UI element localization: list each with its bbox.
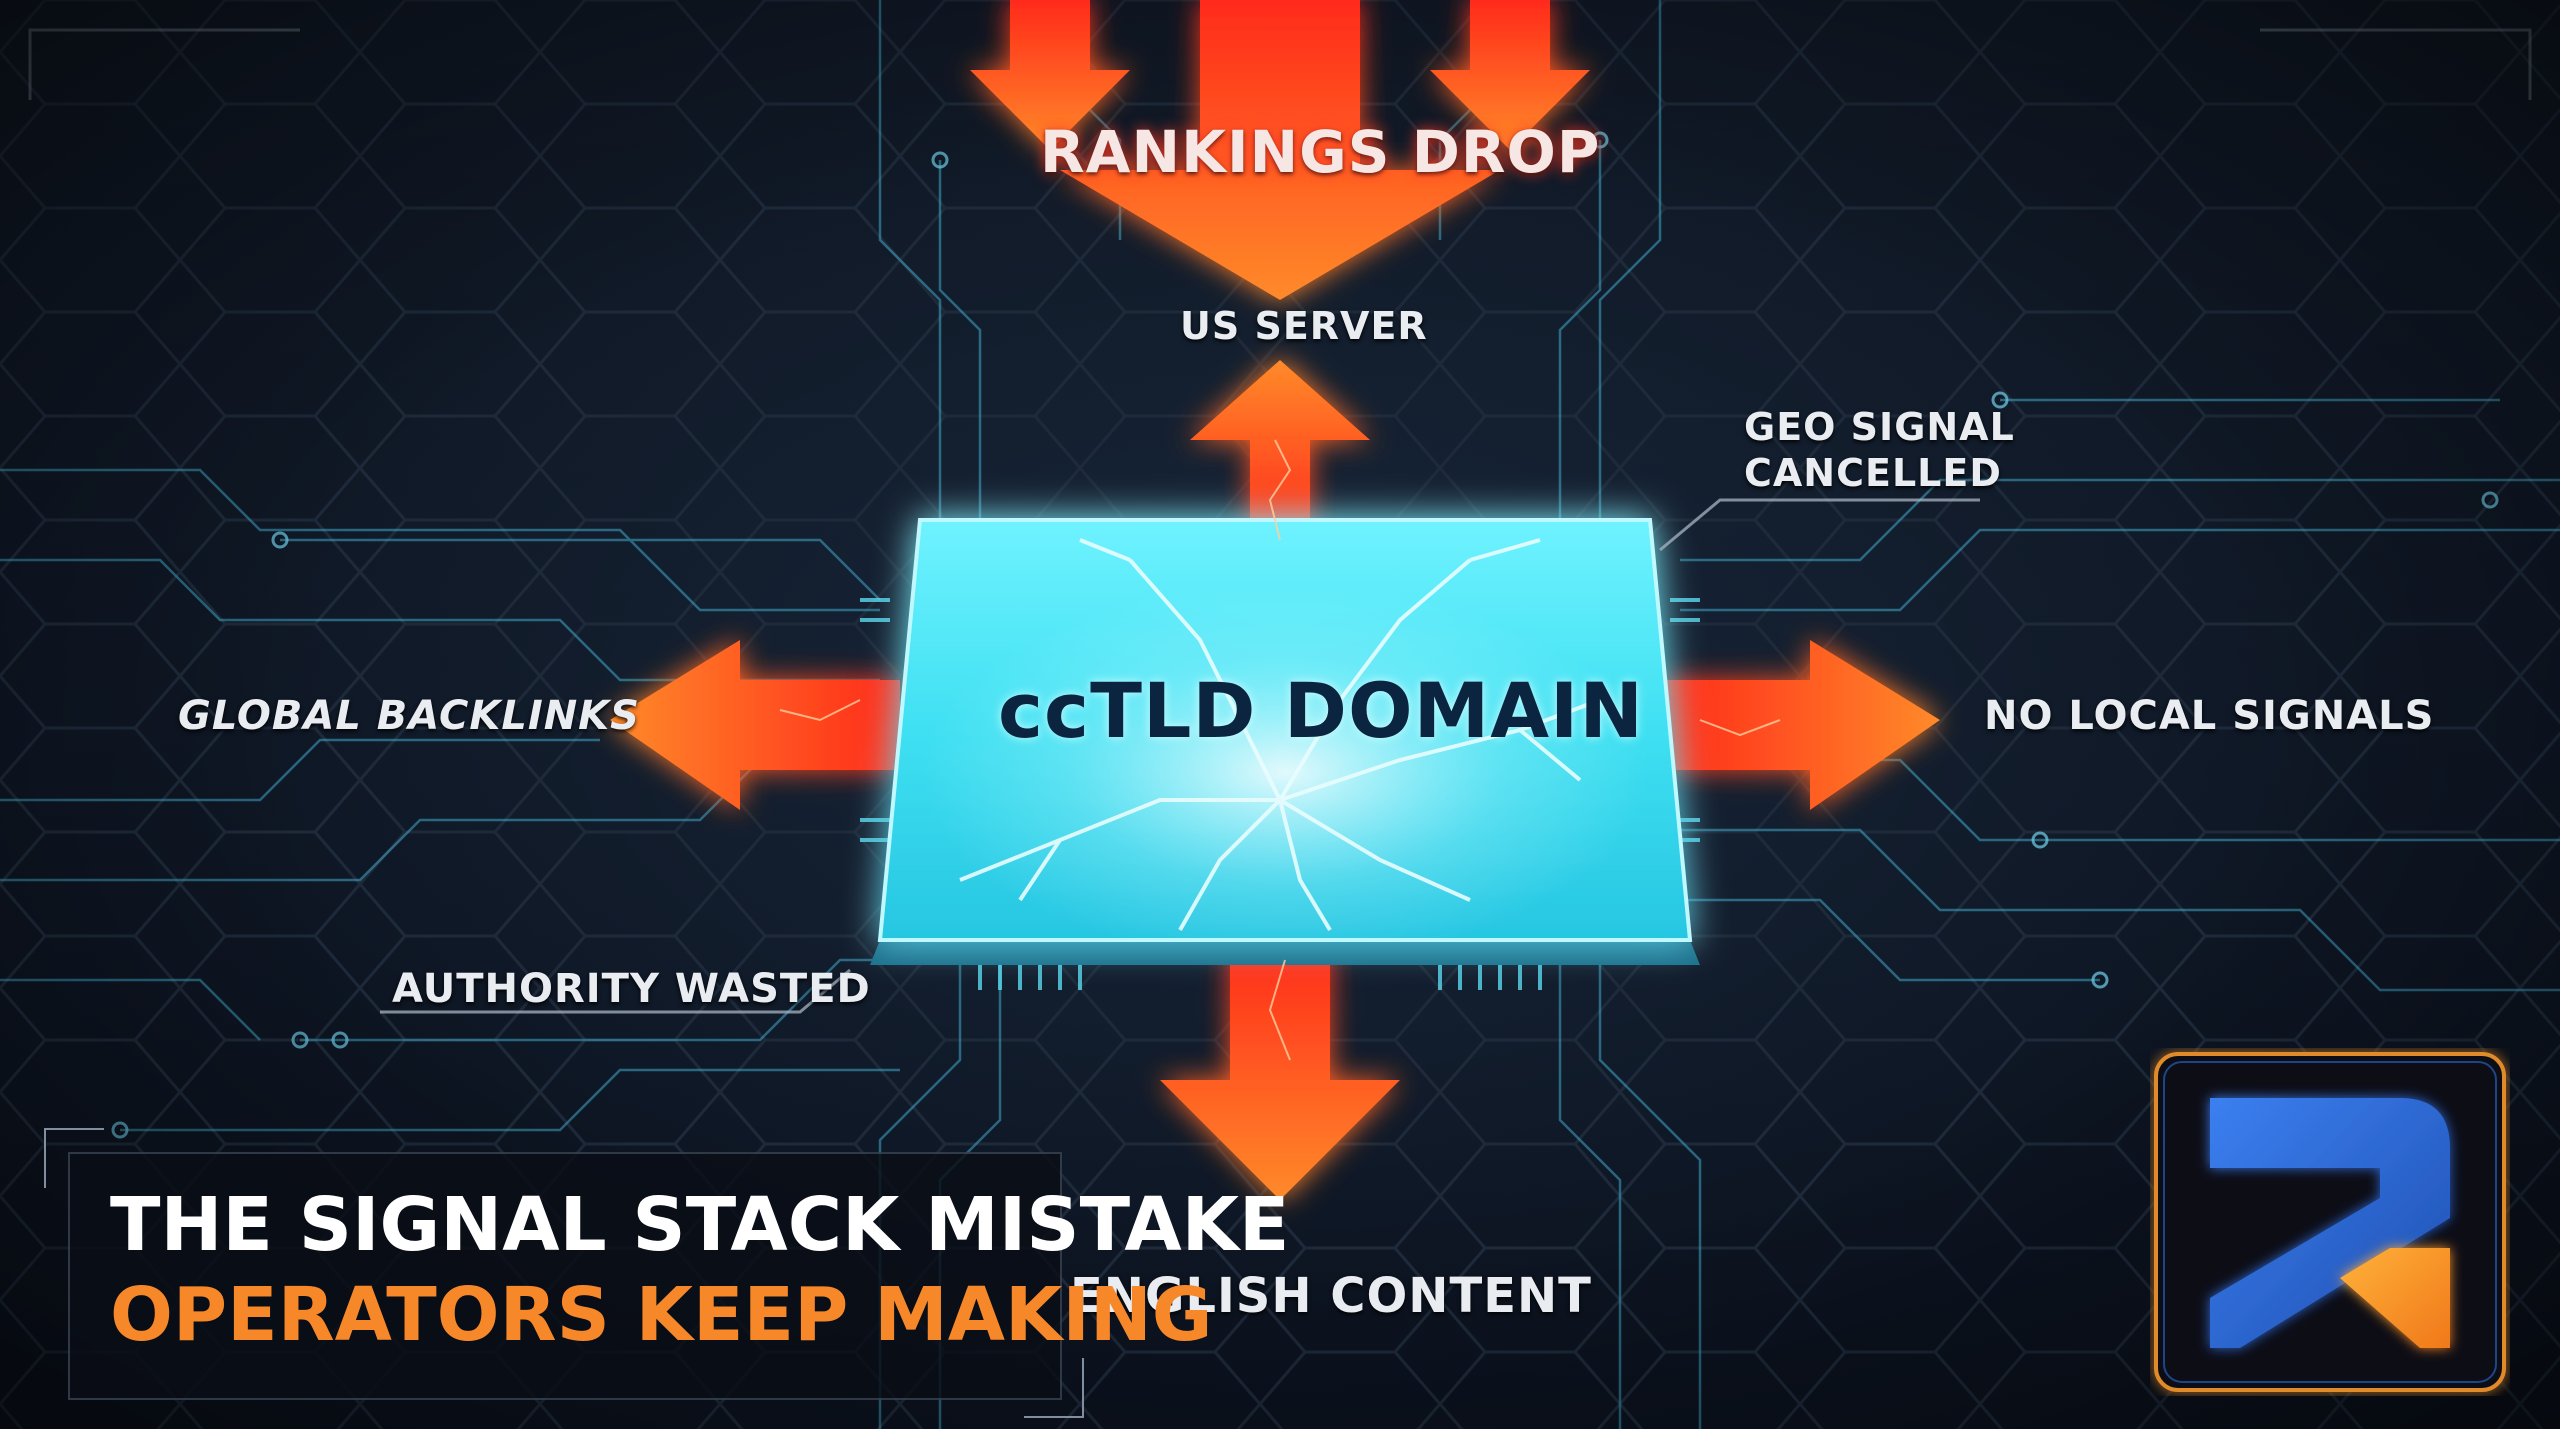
no-local-signals-label: NO LOCAL SIGNALS bbox=[1984, 693, 2434, 739]
global-backlinks-label: GLOBAL BACKLINKS bbox=[178, 693, 640, 739]
r-arrow-logo-icon bbox=[2150, 1048, 2510, 1396]
cctld-domain-title: ccTLD DOMAIN bbox=[998, 666, 1644, 755]
geo-signal-line2: CANCELLED bbox=[1744, 450, 2015, 496]
rankings-drop-label: RANKINGS DROP bbox=[1040, 118, 1600, 186]
arrow-left-global-backlinks bbox=[610, 640, 900, 810]
geo-signal-cancelled-label: GEO SIGNAL CANCELLED bbox=[1744, 404, 2015, 496]
arrow-right-no-local-signals bbox=[1660, 640, 1940, 810]
us-server-label: US SERVER bbox=[1180, 304, 1428, 348]
title-line-2: OPERATORS KEEP MAKING bbox=[110, 1272, 1213, 1358]
authority-wasted-label: AUTHORITY WASTED bbox=[392, 966, 871, 1012]
geo-signal-line1: GEO SIGNAL bbox=[1744, 404, 2015, 450]
title-card: THE SIGNAL STACK MISTAKE OPERATORS KEEP … bbox=[68, 1152, 1062, 1400]
title-line-1: THE SIGNAL STACK MISTAKE bbox=[110, 1182, 1289, 1268]
